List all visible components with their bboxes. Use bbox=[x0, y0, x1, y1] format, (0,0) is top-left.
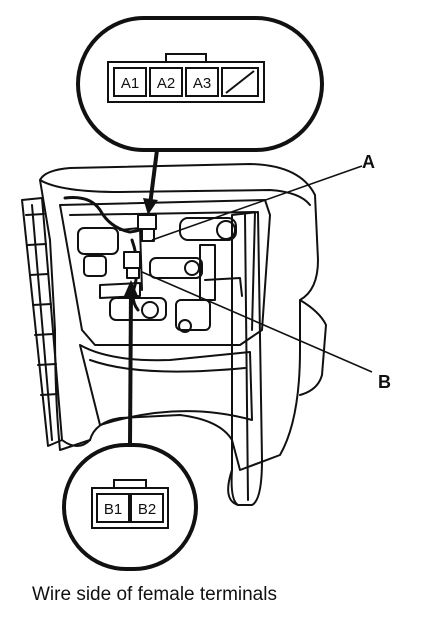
right-slide-rail bbox=[230, 211, 263, 506]
callout-b: B bbox=[141, 271, 391, 392]
seat-side-bolster bbox=[299, 299, 327, 396]
seat-frame bbox=[59, 199, 271, 346]
connector-a-cavity-1 bbox=[113, 67, 147, 97]
callout-b-label: B bbox=[378, 372, 391, 392]
seat-motor-lower bbox=[109, 297, 167, 321]
callout-a: A bbox=[151, 152, 375, 241]
seat-lower-shell bbox=[79, 344, 253, 426]
callout-a-label: A bbox=[362, 152, 375, 172]
seat-motor-right bbox=[179, 217, 237, 241]
callout-b-leader bbox=[141, 271, 373, 373]
connector-b-latch bbox=[113, 479, 147, 489]
connector-a-pin-2: A2 bbox=[157, 75, 175, 92]
connector-a-on-seat bbox=[137, 214, 157, 230]
connector-b-detail: B1 B2 bbox=[62, 280, 198, 571]
connector-a-pin-1: A1 bbox=[121, 75, 139, 92]
connector-a-pin-3: A3 bbox=[193, 75, 211, 92]
seat-cushion-outline bbox=[39, 163, 319, 471]
seat-motor-center bbox=[149, 257, 203, 279]
connector-b-on-seat bbox=[123, 251, 141, 269]
connector-a-cavity-3 bbox=[185, 67, 219, 97]
connector-b-pin-2: B2 bbox=[138, 501, 156, 518]
connector-a-detail: A1 A2 A3 bbox=[76, 16, 324, 215]
connector-a-cavity-2 bbox=[149, 67, 183, 97]
connector-b-pointer bbox=[128, 289, 133, 446]
callout-a-leader bbox=[151, 165, 363, 241]
seat-illustration bbox=[21, 163, 327, 506]
connector-b-pin-1: B1 bbox=[104, 501, 122, 518]
seat-motor-left bbox=[77, 227, 119, 255]
connector-b-cavity-2 bbox=[130, 493, 164, 523]
connector-a-latch bbox=[165, 53, 207, 63]
connector-b-cavity-1 bbox=[96, 493, 130, 523]
diagram-caption: Wire side of female terminals bbox=[32, 584, 277, 605]
connector-a-pointer bbox=[148, 149, 159, 206]
connector-a-unused-cavity-mark bbox=[225, 70, 255, 94]
